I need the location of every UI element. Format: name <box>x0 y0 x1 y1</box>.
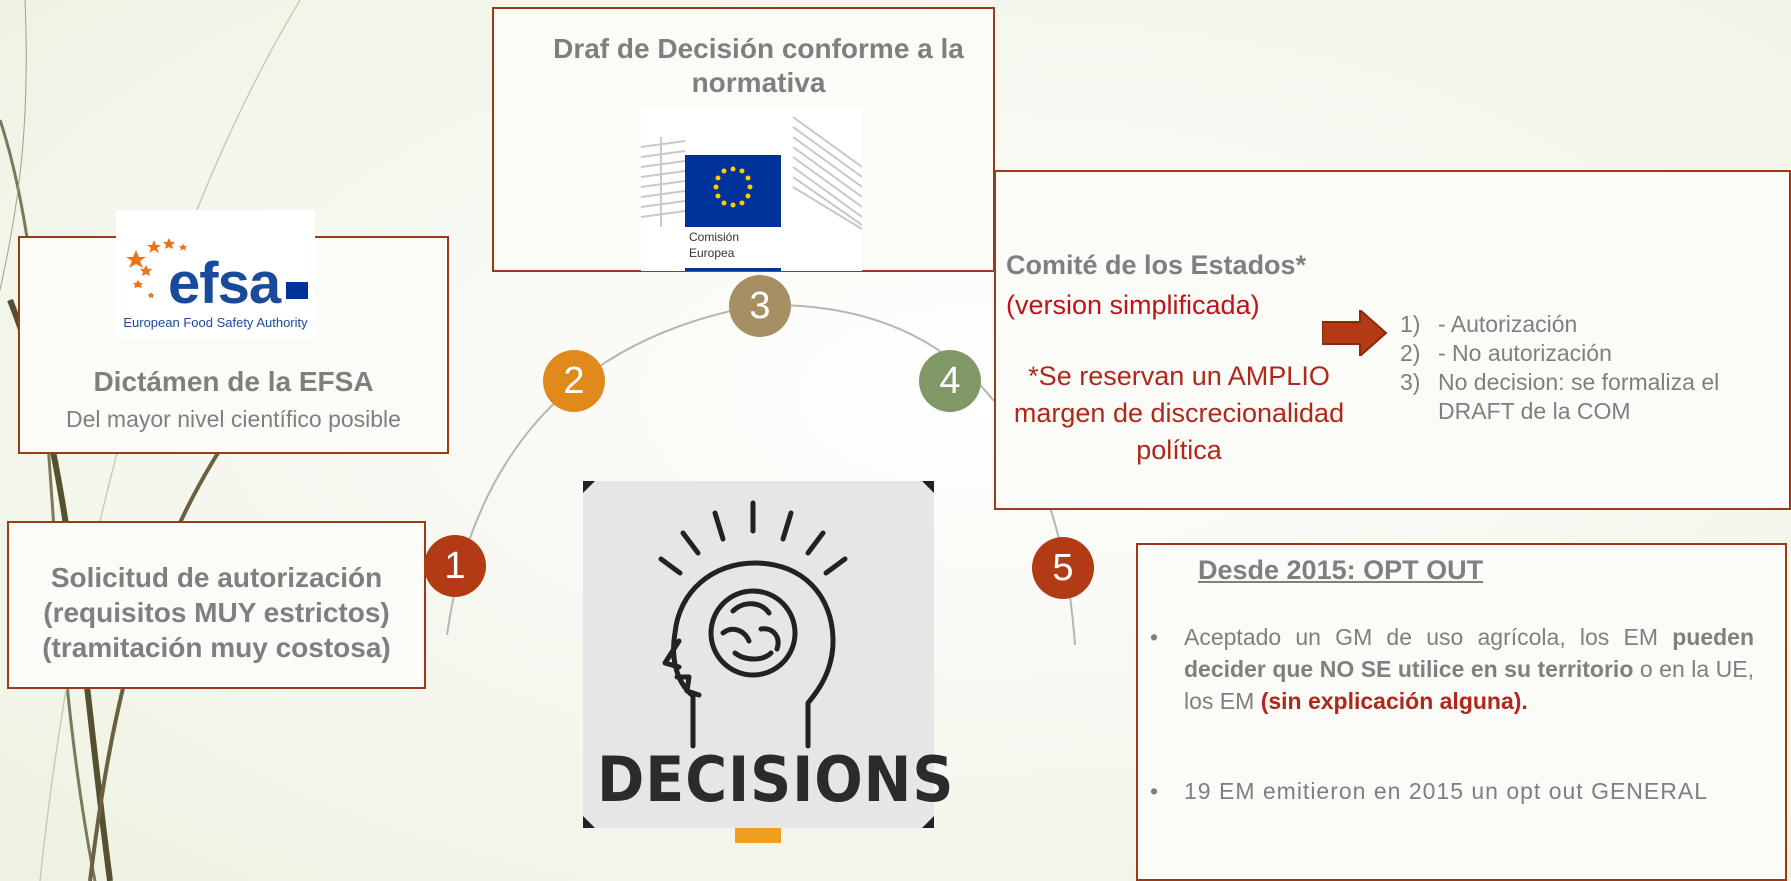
application-line3: (tramitación muy costosa) <box>42 632 391 663</box>
committee-options: 1)- Autorización 2)- No autorización 3)N… <box>1400 310 1780 426</box>
step-5-circle: 5 <box>1032 537 1094 599</box>
decisions-label: DECISIONS <box>597 743 955 816</box>
efsa-logo: efsa European Food Safety Authority <box>116 210 315 338</box>
committee-title: Comité de los Estados* <box>1006 250 1307 280</box>
decisions-image: DECISIONS <box>583 481 955 828</box>
option-1: 1)- Autorización <box>1400 311 1578 337</box>
application-line2: (requisitos MUY estrictos) <box>43 597 390 628</box>
efsa-logo-text: efsa <box>168 251 281 316</box>
committee-subtitle: (version simplificada) <box>1006 290 1260 320</box>
step-4-circle: 4 <box>919 350 981 412</box>
orange-tab <box>735 828 781 843</box>
step-1-circle: 1 <box>424 535 486 597</box>
ec-logo-line2: Europea <box>689 246 735 260</box>
committee-box: Comité de los Estados* (version simplifi… <box>994 170 1791 510</box>
step-3-circle: 3 <box>729 275 791 337</box>
efsa-subtitle: Del mayor nivel científico posible <box>66 406 401 432</box>
application-line1: Solicitud de autorización <box>50 562 383 593</box>
opt-out-bullet-2: • 19 EM emitieron en 2015 un opt out GEN… <box>1150 775 1754 807</box>
option-3: 3)No decision: se formaliza el DRAFT de … <box>1400 369 1720 424</box>
committee-note: *Se reservan un AMPLIO margen de discrec… <box>1013 361 1345 465</box>
efsa-box: Dictámen de la EFSA Del mayor nivel cien… <box>18 236 449 454</box>
option-2: 2)- No autorización <box>1400 340 1612 366</box>
brain-head-icon <box>658 500 848 749</box>
application-box: Solicitud de autorización (requisitos MU… <box>7 521 426 689</box>
efsa-stars-icon <box>126 238 308 299</box>
opt-out-box: Desde 2015: OPT OUT • Aceptado un GM de … <box>1136 543 1787 881</box>
arrow-right-icon <box>1322 310 1388 356</box>
bullet-icon: • <box>1150 778 1159 804</box>
efsa-title: Dictámen de la EFSA <box>93 366 374 397</box>
ec-building-icon <box>640 116 863 271</box>
opt-out-title: Desde 2015: OPT OUT <box>1198 555 1484 585</box>
ec-logo-line1: Comisión <box>689 230 740 244</box>
opt-out-bullet-1: • Aceptado un GM de uso agrícola, los EM… <box>1150 621 1754 717</box>
step-2-circle: 2 <box>543 350 605 412</box>
efsa-logo-caption: European Food Safety Authority <box>123 315 308 330</box>
bullet-icon: • <box>1150 624 1159 650</box>
ec-logo: Comisión Europea <box>640 107 863 271</box>
commission-title: Draf de Decisión conforme a la normativa <box>553 33 964 98</box>
